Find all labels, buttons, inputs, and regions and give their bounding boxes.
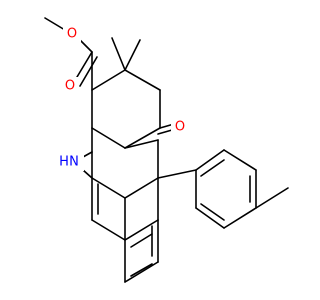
amine-label: N xyxy=(69,155,79,170)
bond-tolyl-ring-2 xyxy=(223,149,257,171)
bond-ring-c-3 xyxy=(124,219,159,241)
bond-aromatic-3 xyxy=(130,263,153,277)
bond-ring-a-2 xyxy=(124,69,161,91)
bond-tolyl-ring-1 xyxy=(195,149,225,171)
bond-methyl-ester-oxygen xyxy=(44,17,66,31)
bond-ring-a-1 xyxy=(91,69,126,91)
bond-ring-b-3 xyxy=(91,177,126,199)
bond-ring-c-2 xyxy=(91,219,126,241)
amine-hydrogen-label: H xyxy=(59,155,69,170)
bond-tolyl-ring-4 xyxy=(223,207,257,229)
bond-methyl-2 xyxy=(111,37,126,71)
bond-ring-b-6 xyxy=(124,139,159,149)
atom-labels: O O O N H xyxy=(59,25,189,171)
carbonyl-oxygen-mask xyxy=(61,77,79,95)
bonds xyxy=(44,17,289,283)
ketone-oxygen-label: O xyxy=(175,120,185,135)
ester-oxygen-mask xyxy=(63,25,81,43)
bond-ester-oxygen-carbonyl xyxy=(79,39,93,53)
amine-mask xyxy=(64,153,84,171)
bond-ring-d-2 xyxy=(124,261,159,283)
chemical-structure: O O O N H xyxy=(44,17,289,283)
ketone-oxygen-mask xyxy=(171,118,189,136)
bond-tolyl-ring-5 xyxy=(195,207,225,229)
ester-oxygen-label: O xyxy=(67,27,77,42)
bond-tolyl-link xyxy=(157,169,197,179)
bond-ketone-double-b xyxy=(157,129,173,135)
bond-carbonyl-double-b xyxy=(79,56,98,87)
bond-tolyl-methyl xyxy=(255,187,289,209)
bond-methyl-1 xyxy=(124,39,141,71)
bond-tolyl-inner-1 xyxy=(200,159,225,177)
bond-aromatic-2 xyxy=(130,233,153,248)
bond-tolyl-inner-3 xyxy=(200,203,225,221)
bond-ring-a-4 xyxy=(124,127,161,149)
bond-ring-b-4 xyxy=(124,177,159,199)
carbonyl-oxygen-label: O xyxy=(65,79,75,94)
bond-ring-a-5 xyxy=(91,127,126,149)
